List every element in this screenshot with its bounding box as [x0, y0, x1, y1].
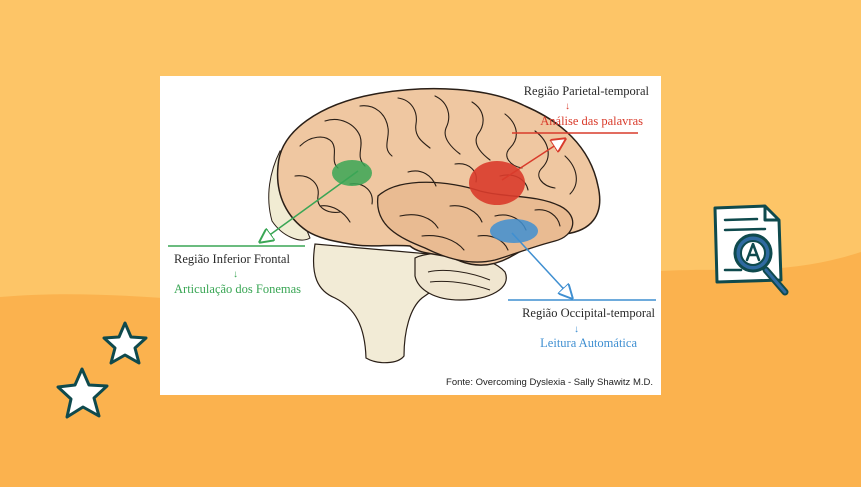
- parietal-title: Região Parietal-temporal: [523, 84, 649, 98]
- frontal-arrow: [260, 170, 359, 242]
- frontal-sub: Articulação dos Fonemas: [174, 282, 302, 296]
- parietal-down-arrow-icon: ↓: [565, 101, 570, 112]
- frontal-title: Região Inferior Frontal: [174, 252, 290, 266]
- star-icon: [56, 367, 109, 419]
- brain-figure: Região Parietal-temporal ↓ Análise das p…: [160, 76, 661, 395]
- star-icon: [102, 321, 148, 365]
- occipital-title: Região Occipital-temporal: [522, 306, 655, 320]
- occipital-region-marker: [490, 219, 538, 243]
- document-search-icon: [713, 204, 789, 296]
- parietal-region-marker: [469, 161, 525, 205]
- occipital-arrow: [511, 232, 572, 298]
- occipital-sub: Leitura Automática: [540, 336, 637, 350]
- frontal-down-arrow-icon: ↓: [233, 269, 238, 280]
- frontal-region-marker: [332, 160, 372, 186]
- source-caption: Fonte: Overcoming Dyslexia - Sally Shawi…: [446, 377, 653, 388]
- parietal-arrow: [501, 139, 565, 181]
- brain-illustration: [168, 87, 656, 364]
- parietal-sub: Análise das palavras: [540, 114, 643, 128]
- occipital-down-arrow-icon: ↓: [574, 324, 579, 335]
